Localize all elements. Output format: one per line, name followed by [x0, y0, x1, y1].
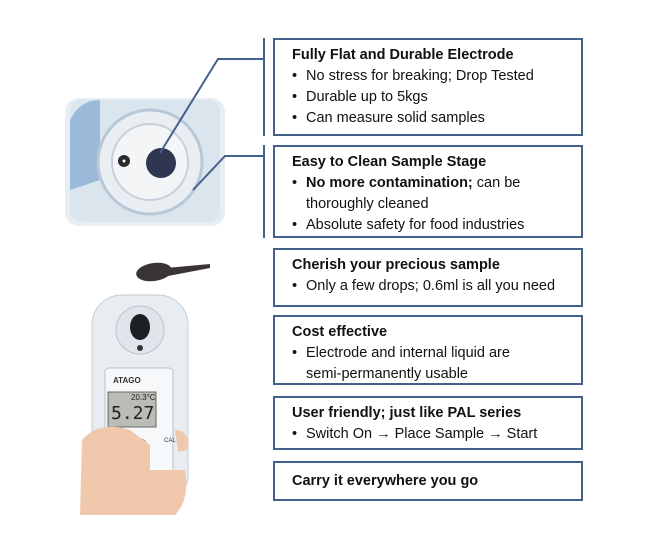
- feature-bullet: Electrode and internal liquid are semi-p…: [292, 343, 581, 385]
- feature-bullet: No stress for breaking; Drop Tested: [292, 66, 581, 87]
- device-reading: 5.27: [111, 403, 155, 424]
- sample-stage-photo: [65, 98, 225, 226]
- bracket: [263, 145, 265, 238]
- spoon-photo: [136, 262, 210, 282]
- feature-bullet: Durable up to 5kgs: [292, 87, 581, 108]
- feature-bullet: No more contamination; can be thoroughly…: [292, 173, 581, 215]
- device-brand: ATAGO: [113, 376, 141, 385]
- bullet-bold: No more contamination;: [306, 175, 473, 191]
- feature-title: Easy to Clean Sample Stage: [292, 154, 487, 170]
- leader-line-electrode: [159, 58, 264, 154]
- feature-title: Carry it everywhere you go: [292, 473, 479, 489]
- feature-bullet: Can measure solid samples: [292, 108, 581, 129]
- feature-bullet: Only a few drops; 0.6ml is all you need: [292, 276, 581, 297]
- bracket: [263, 38, 265, 136]
- feature-title: Fully Flat and Durable Electrode: [292, 47, 514, 63]
- device-temperature: 20.3°C: [131, 393, 156, 402]
- cal-button: CAL: [164, 438, 176, 444]
- feature-title: Cherish your precious sample: [292, 257, 500, 273]
- bullet-rest: can be thoroughly cleaned: [306, 175, 521, 212]
- feature-box-cost: Cost effective Electrode and internal li…: [273, 315, 583, 385]
- feature-box-electrode: Fully Flat and Durable Electrode No stre…: [273, 38, 583, 136]
- feature-bullet: Absolute safety for food industries: [292, 215, 581, 236]
- feature-box-sample-stage: Easy to Clean Sample Stage No more conta…: [273, 145, 583, 238]
- feature-title: Cost effective: [292, 324, 388, 340]
- feature-box-portable: Carry it everywhere you go: [273, 461, 583, 501]
- refractometer-photo: [80, 294, 189, 515]
- feature-title: User friendly; just like PAL series: [292, 405, 522, 421]
- feature-box-user-friendly: User friendly; just like PAL series Swit…: [273, 396, 583, 450]
- feature-bullet: Switch On → Place Sample → Start: [292, 424, 581, 445]
- leader-line-stage: [192, 155, 264, 191]
- feature-box-sample: Cherish your precious sample Only a few …: [273, 248, 583, 307]
